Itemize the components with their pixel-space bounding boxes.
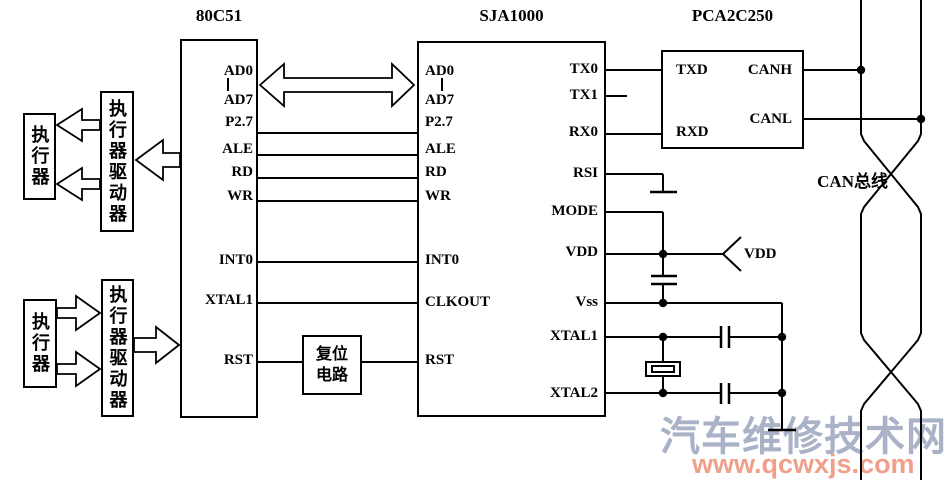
mcu-box <box>180 39 258 418</box>
mcu-pin-int0: INT0 <box>218 252 253 268</box>
actuator-to-driver-arrow-1 <box>56 294 102 332</box>
sja-pin-rsi: RSI <box>572 165 598 181</box>
sja-pin-rx0: RX0 <box>568 124 598 140</box>
ad-range-bars <box>227 78 443 91</box>
driver-to-actuator-arrow-1 <box>55 107 101 143</box>
sja-pin-xtal1: XTAL1 <box>549 328 598 344</box>
pca-bus-lines <box>804 69 921 120</box>
reset-circuit-box: 复位 电路 <box>302 335 362 395</box>
can-bus-label: CAN总线 <box>817 172 888 191</box>
can-bus-twisted-pair <box>860 0 922 480</box>
sja-pin-rd: RD <box>425 164 447 180</box>
sja-pin-p27: P2.7 <box>425 114 453 130</box>
actuator-top-label: 执行器 <box>29 125 50 188</box>
sja-pin-ad7: AD7 <box>425 92 455 108</box>
reset-circuit-label-line1: 复位 <box>315 346 348 363</box>
pca-pin-txd: TXD <box>676 62 708 78</box>
can-controller-box <box>417 41 606 417</box>
vdd-rail-label: VDD <box>744 246 777 262</box>
sja-pin-int0: INT0 <box>425 252 460 268</box>
sja-pin-ad0: AD0 <box>425 63 455 79</box>
rsi-terminator <box>606 173 677 194</box>
sja-pin-tx0: TX0 <box>569 61 598 77</box>
pca-pin-canl: CANL <box>749 111 792 127</box>
mcu-pin-ale: ALE <box>222 141 253 157</box>
driver-to-mcu-arrow <box>133 325 181 365</box>
pca-pin-rxd: RXD <box>676 124 709 140</box>
sja-pca-signal-lines <box>606 69 661 135</box>
pca-pin-canh: CANH <box>747 62 792 78</box>
sja-pin-wr: WR <box>425 188 451 204</box>
sja-pin-clkout: CLKOUT <box>425 294 491 310</box>
transceiver-title: PCA2C250 <box>691 6 774 25</box>
driver-to-actuator-arrow-2 <box>55 166 101 202</box>
mcu-pin-ad0: AD0 <box>223 63 253 79</box>
mcu-pin-xtal1: XTAL1 <box>204 292 253 308</box>
mcu-sja-signal-lines <box>258 132 417 363</box>
mcu-pin-ad7: AD7 <box>223 92 253 108</box>
mcu-pin-wr: WR <box>227 188 253 204</box>
reset-circuit-label-line2: 电路 <box>315 367 348 384</box>
oscillator-network <box>606 303 796 432</box>
sja-pin-ale: ALE <box>425 141 456 157</box>
transceiver-box <box>661 50 804 149</box>
driver-top-box: 执行器驱动器 <box>100 91 134 232</box>
actuator-bottom-box: 执行器 <box>23 299 57 388</box>
mcu-pin-p27: P2.7 <box>225 114 253 130</box>
actuator-top-box: 执行器 <box>23 113 56 200</box>
can-controller-title: SJA1000 <box>479 6 544 25</box>
sja-pin-rst: RST <box>425 352 455 368</box>
actuator-to-driver-arrow-2 <box>56 350 102 388</box>
address-data-bus-arrow <box>258 61 416 109</box>
sja-pin-vdd: VDD <box>565 244 599 260</box>
sja-pin-mode: MODE <box>551 203 598 219</box>
junction-dots <box>658 65 926 398</box>
mcu-pin-rd: RD <box>231 164 253 180</box>
driver-top-label: 执行器驱动器 <box>107 98 127 225</box>
sja-pin-vss: Vss <box>575 294 598 310</box>
actuator-bottom-label: 执行器 <box>30 312 50 375</box>
watermark-site-url: www.qcwxjs.com <box>692 449 915 479</box>
driver-bottom-label: 执行器驱动器 <box>107 285 128 411</box>
sja-pin-tx1: TX1 <box>569 87 598 103</box>
mcu-to-driver-arrow <box>134 138 181 182</box>
sja-pin-xtal2: XTAL2 <box>549 385 598 401</box>
mcu-title: 80C51 <box>195 6 243 25</box>
mcu-pin-rst: RST <box>223 352 253 368</box>
watermark-site-name: 汽车维修技术网 <box>660 415 947 459</box>
driver-bottom-box: 执行器驱动器 <box>101 279 134 417</box>
